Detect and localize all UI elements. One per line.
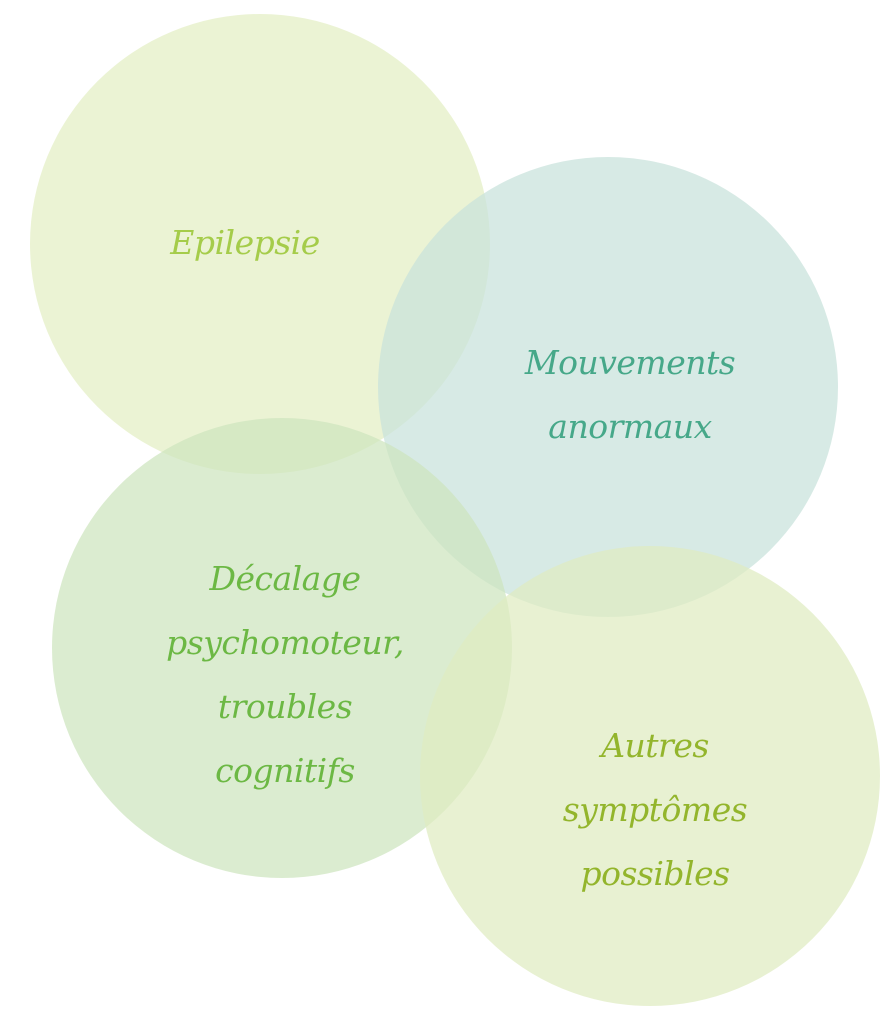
label-mouvements-anormaux: Mouvements anormaux [470, 330, 790, 460]
label-epilepsie: Epilepsie [90, 208, 400, 278]
label-line: symptômes [562, 789, 748, 829]
label-line: possibles [580, 853, 730, 893]
label-decalage-psychomoteur: Décalage psychomoteur, troubles cognitif… [120, 545, 450, 805]
label-line: Epilepsie [170, 223, 320, 262]
label-line: Autres [601, 725, 709, 765]
label-line: psychomoteur, [166, 623, 404, 662]
label-line: troubles [217, 687, 353, 726]
label-line: anormaux [548, 407, 712, 446]
label-line: Mouvements [524, 343, 736, 382]
label-line: Décalage [209, 559, 361, 598]
circle-autres-symptomes [420, 546, 880, 1006]
label-autres-symptomes: Autres symptômes possibles [500, 712, 810, 907]
label-line: cognitifs [215, 751, 355, 790]
